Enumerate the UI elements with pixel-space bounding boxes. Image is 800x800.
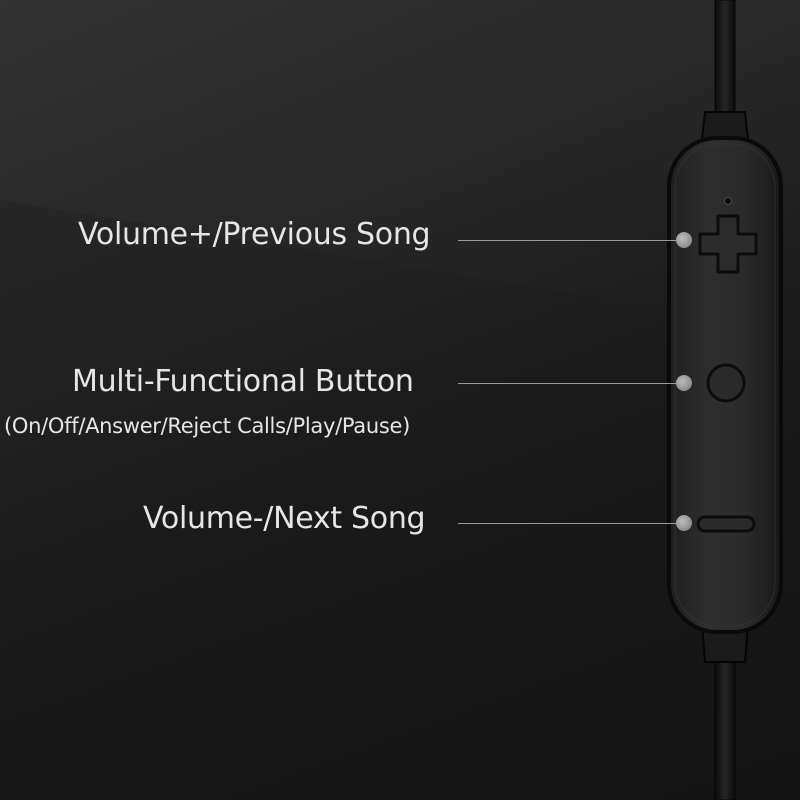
volume-up-label: Volume+/Previous Song	[78, 217, 431, 252]
plus-icon	[698, 214, 758, 274]
multi-function-marker-dot	[676, 375, 692, 391]
cable-bottom	[714, 659, 736, 800]
volume-down-label: Volume-/Next Song	[143, 501, 426, 536]
volume-up-leader-line	[458, 240, 684, 241]
multi-function-label: Multi-Functional Button	[72, 364, 414, 399]
multi-function-sublabel: (On/Off/Answer/Reject Calls/Play/Pause)	[4, 414, 411, 438]
circle-button-icon	[706, 363, 746, 403]
minus-icon	[696, 515, 756, 533]
multi-function-leader-line	[458, 383, 684, 384]
strain-relief-top	[700, 111, 750, 141]
volume-down-marker-dot	[676, 515, 692, 531]
cable-top	[714, 0, 736, 116]
microphone-hole-icon	[724, 197, 732, 205]
volume-down-leader-line	[458, 523, 684, 524]
volume-up-marker-dot	[676, 232, 692, 248]
